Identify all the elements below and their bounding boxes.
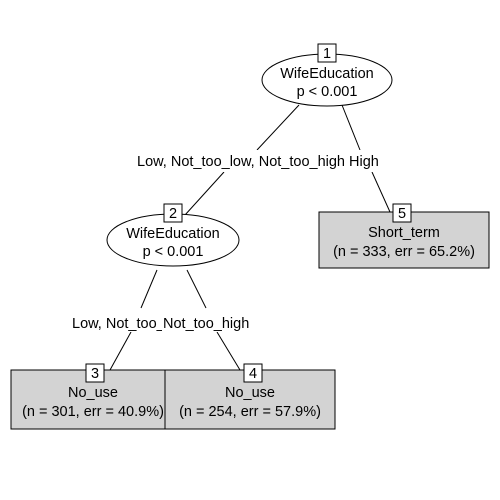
edge-1-2-lower — [184, 171, 225, 216]
edge-1-2-upper — [256, 104, 300, 151]
tree-node-1: 1 WifeEducation p < 0.001 — [261, 43, 393, 107]
tree-node-2: 2 WifeEducation p < 0.001 — [106, 203, 240, 267]
node-2-pvalue: p < 0.001 — [143, 244, 204, 260]
tree-leaf-5: 5 Short_term (n = 333, err = 65.2%) — [318, 203, 490, 269]
edge-2-3-lower — [109, 331, 132, 371]
node-2-id: 2 — [169, 206, 177, 222]
edge-2-3-upper — [140, 269, 158, 309]
edge-label-1-5: High — [349, 154, 379, 170]
leaf-4-stats: (n = 254, err = 57.9%) — [179, 404, 321, 420]
leaf-5-id: 5 — [398, 206, 406, 222]
tree-leaf-3: 3 No_use (n = 301, err = 40.9%) — [10, 363, 166, 430]
leaf-3-id: 3 — [91, 366, 99, 382]
node-1-id: 1 — [323, 46, 331, 62]
edge-2-4-lower — [216, 331, 241, 371]
leaf-4-id: 4 — [249, 366, 257, 382]
leaf-4-class: No_use — [225, 385, 275, 401]
edge-2-4-upper — [186, 269, 207, 309]
edge-label-1-2: Low, Not_too_low, Not_too_high — [137, 154, 345, 170]
leaf-3-stats: (n = 301, err = 40.9%) — [22, 404, 164, 420]
edge-1-5-upper — [341, 104, 361, 151]
leaf-5-stats: (n = 333, err = 65.2%) — [333, 244, 475, 260]
node-1-variable: WifeEducation — [280, 66, 374, 82]
node-2-variable: WifeEducation — [126, 226, 220, 242]
tree-leaf-4: 4 No_use (n = 254, err = 57.9%) — [164, 363, 336, 430]
leaf-5-class: Short_term — [368, 225, 440, 241]
leaf-3-class: No_use — [68, 385, 118, 401]
node-1-pvalue: p < 0.001 — [297, 84, 358, 100]
edge-1-5-lower — [371, 171, 391, 213]
edge-label-2-4: Not_too_high — [163, 316, 249, 332]
edge-label-2-3: Low, Not_too_low — [72, 316, 187, 332]
